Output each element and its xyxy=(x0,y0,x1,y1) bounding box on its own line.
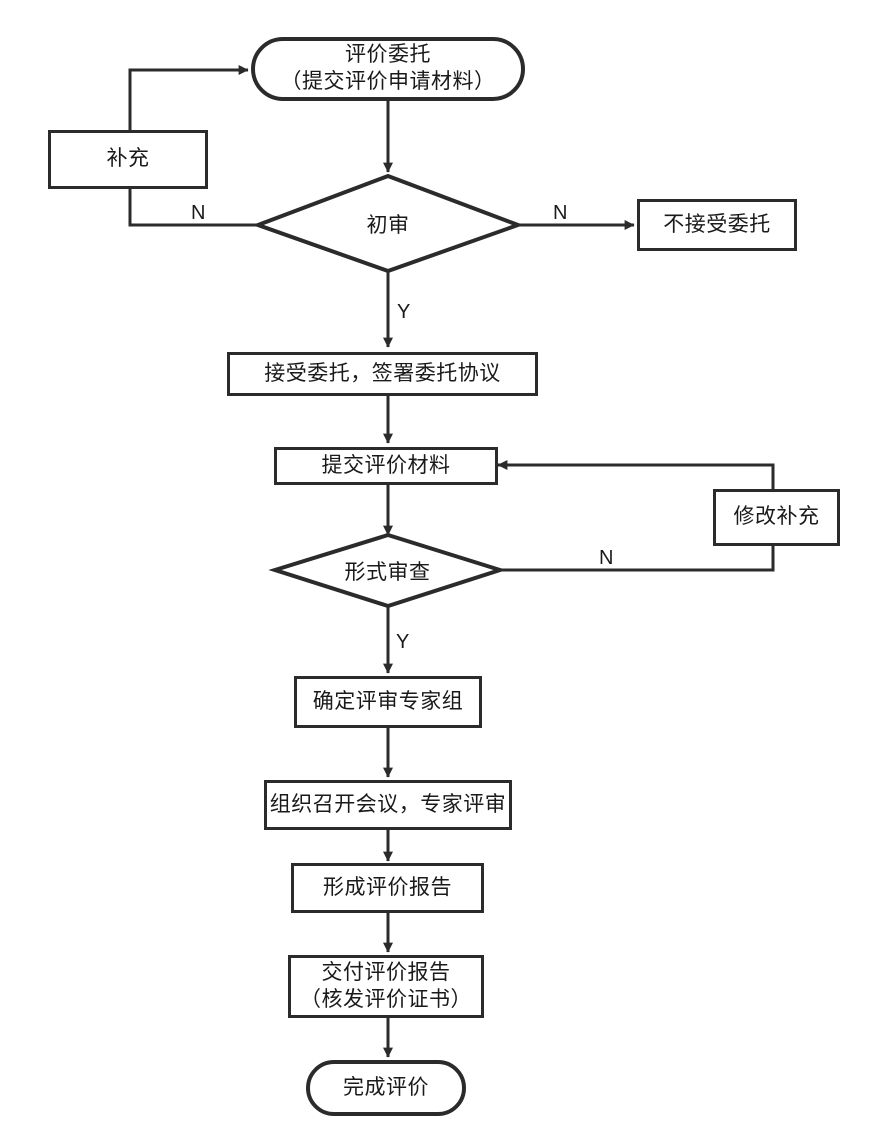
node-reject[interactable]: 不接受委托 xyxy=(637,199,797,251)
node-report-label: 形成评价报告 xyxy=(323,875,452,899)
node-revise[interactable]: 修改补充 xyxy=(713,489,840,546)
edge-first-review-no-left xyxy=(128,189,258,227)
node-meeting-label: 组织召开会议，专家评审 xyxy=(269,792,507,816)
node-report[interactable]: 形成评价报告 xyxy=(291,863,484,913)
node-supplement-label: 补充 xyxy=(106,147,150,171)
node-form-check[interactable]: 形式审查 xyxy=(275,535,500,606)
edge-label-first-review-yes: Y xyxy=(397,301,411,323)
node-deliver-label: 交付评价报告 （核发评价证书） xyxy=(300,960,472,1011)
edge-label-first-review-no-right: N xyxy=(553,202,568,224)
node-reject-label: 不接受委托 xyxy=(663,212,771,236)
edge-revise-to-submit xyxy=(497,460,775,489)
node-deliver[interactable]: 交付评价报告 （核发评价证书） xyxy=(288,955,484,1018)
node-first-review[interactable]: 初审 xyxy=(258,176,518,272)
node-submit-label: 提交评价材料 xyxy=(321,453,451,477)
node-start[interactable]: 评价委托 （提交评价申请材料） xyxy=(251,37,525,101)
node-finish-label: 完成评价 xyxy=(343,1075,429,1099)
edge-label-form-check-yes: Y xyxy=(396,631,410,653)
node-meeting[interactable]: 组织召开会议，专家评审 xyxy=(264,780,512,830)
decision-form-check xyxy=(268,532,507,609)
node-expert-group-label: 确定评审专家组 xyxy=(312,689,464,713)
node-finish[interactable]: 完成评价 xyxy=(306,1060,466,1116)
node-submit[interactable]: 提交评价材料 xyxy=(274,447,498,485)
edge-form-check-no xyxy=(500,546,775,572)
edge-label-form-check-no: N xyxy=(599,547,614,569)
node-first-review-label: 初审 xyxy=(366,214,410,237)
node-form-check-label: 形式审查 xyxy=(344,560,431,584)
edge-supplement-to-start xyxy=(128,65,249,130)
node-supplement[interactable]: 补充 xyxy=(48,130,208,189)
edge-label-first-review-no-left: N xyxy=(191,202,206,224)
node-accept-label: 接受委托，签署委托协议 xyxy=(264,361,501,385)
node-start-label: 评价委托 （提交评价申请材料） xyxy=(280,43,496,93)
decision-first-review xyxy=(252,173,524,274)
node-revise-label: 修改补充 xyxy=(733,505,820,529)
node-expert-group[interactable]: 确定评审专家组 xyxy=(294,676,482,728)
node-accept[interactable]: 接受委托，签署委托协议 xyxy=(227,352,538,396)
